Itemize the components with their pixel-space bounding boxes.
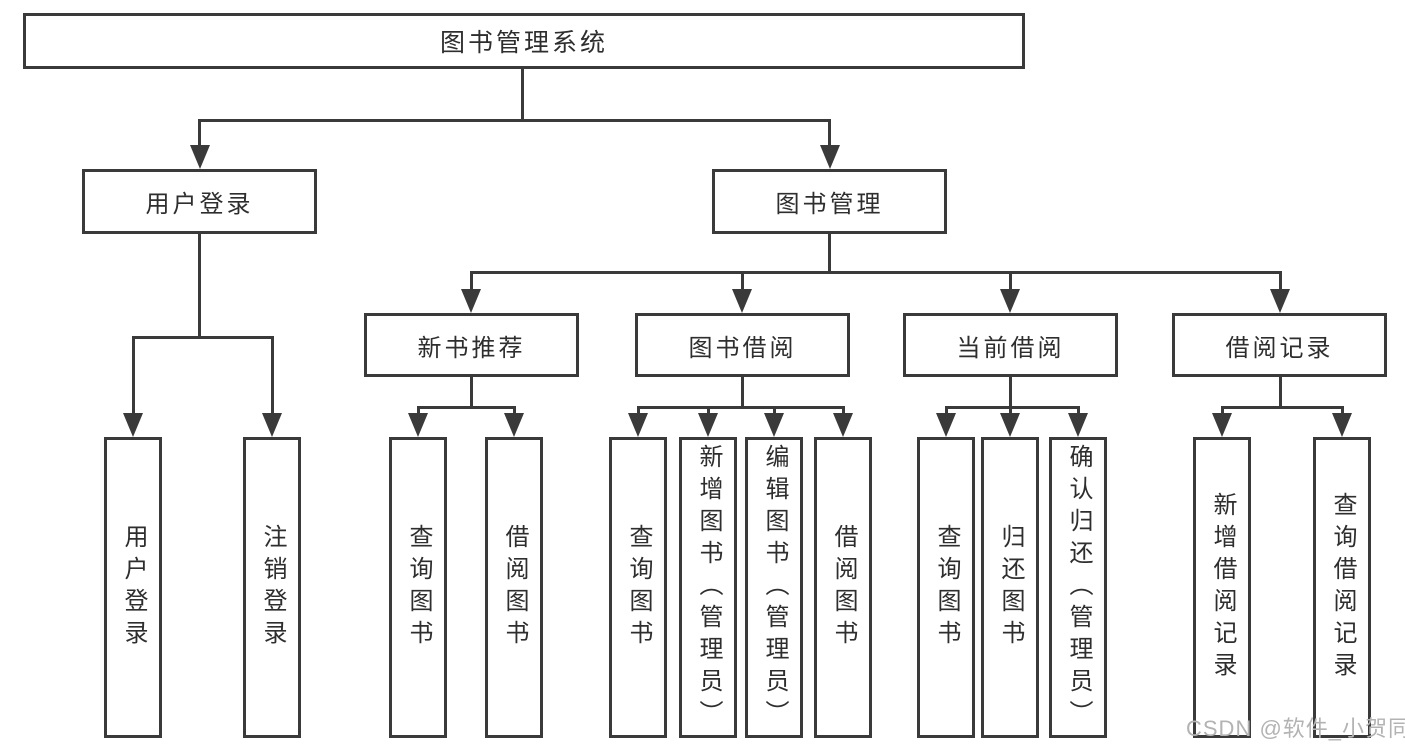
connector-line xyxy=(131,336,135,415)
leaf-logout-label: 注销登录 xyxy=(259,523,286,652)
arrow-down-icon xyxy=(764,413,784,437)
connector-line xyxy=(512,406,516,415)
connector-line xyxy=(1008,271,1012,292)
connector-line xyxy=(740,271,744,292)
leaf-add-borrow-record: 新增借阅记录 xyxy=(1193,437,1251,738)
leaf-query-borrow-record-label: 查询借阅记录 xyxy=(1329,491,1356,684)
leaf-return-book-label: 归还图书 xyxy=(997,523,1024,652)
node-new-book-recommend: 新书推荐 xyxy=(364,313,579,377)
connector-line xyxy=(198,119,201,147)
arrow-down-icon xyxy=(628,413,648,437)
leaf-borrow-books-label: 借阅图书 xyxy=(830,523,857,652)
arrow-down-icon xyxy=(1000,289,1020,313)
leaf-add-book-admin-label: 新增图书（管理员） xyxy=(695,443,722,732)
connector-line xyxy=(1340,406,1344,415)
arrow-down-icon xyxy=(408,413,428,437)
leaf-query-books-current-label: 查询图书 xyxy=(933,523,960,652)
connector-line xyxy=(520,69,524,122)
arrow-down-icon xyxy=(1212,413,1232,437)
connector-line xyxy=(828,234,831,274)
leaf-query-books-borrow-label: 查询图书 xyxy=(625,523,652,652)
connector-line xyxy=(944,406,1080,409)
node-new-book-recommend-label: 新书推荐 xyxy=(417,334,526,362)
leaf-return-book: 归还图书 xyxy=(981,437,1039,738)
node-borrow-records-label: 借阅记录 xyxy=(1225,334,1334,362)
connector-line xyxy=(841,406,845,415)
connector-line xyxy=(772,406,776,415)
connector-line xyxy=(706,406,710,415)
node-user-login-label: 用户登录 xyxy=(145,191,254,218)
connector-line xyxy=(1008,377,1012,409)
arrow-down-icon xyxy=(936,413,956,437)
connector-line xyxy=(1008,406,1012,415)
connector-line xyxy=(270,336,274,415)
leaf-query-books-recommend: 查询图书 xyxy=(389,437,447,738)
connector-line xyxy=(469,377,473,409)
leaf-confirm-return-admin: 确认归还（管理员） xyxy=(1049,437,1107,738)
leaf-query-borrow-record: 查询借阅记录 xyxy=(1313,437,1371,738)
arrow-down-icon xyxy=(1000,413,1020,437)
leaf-query-books-current: 查询图书 xyxy=(917,437,975,738)
connector-line xyxy=(828,119,831,147)
leaf-query-books-borrow: 查询图书 xyxy=(609,437,667,738)
leaf-borrow-books-recommend: 借阅图书 xyxy=(485,437,543,738)
arrow-down-icon xyxy=(732,289,752,313)
arrow-down-icon xyxy=(504,413,524,437)
node-borrow-records: 借阅记录 xyxy=(1172,313,1387,377)
arrow-down-icon xyxy=(123,413,143,437)
connector-line xyxy=(636,406,640,415)
leaf-user-login: 用户登录 xyxy=(104,437,162,738)
leaf-logout: 注销登录 xyxy=(243,437,301,738)
leaf-edit-book-admin-label: 编辑图书（管理员） xyxy=(761,443,788,732)
leaf-edit-book-admin: 编辑图书（管理员） xyxy=(745,437,803,738)
arrow-down-icon xyxy=(819,145,840,169)
node-book-management-label: 图书管理 xyxy=(775,191,884,218)
connector-line xyxy=(198,234,201,339)
leaf-add-borrow-record-label: 新增借阅记录 xyxy=(1209,491,1236,684)
arrow-down-icon xyxy=(1270,289,1290,313)
node-user-login: 用户登录 xyxy=(82,169,317,234)
connector-line xyxy=(740,377,744,409)
leaf-add-book-admin: 新增图书（管理员） xyxy=(679,437,737,738)
arrow-down-icon xyxy=(262,413,282,437)
connector-line xyxy=(469,271,1282,274)
connector-line xyxy=(416,406,516,409)
arrow-down-icon xyxy=(833,413,853,437)
connector-line xyxy=(416,406,420,415)
connector-line xyxy=(469,271,473,292)
leaf-user-login-label: 用户登录 xyxy=(120,523,147,652)
leaf-borrow-books-recommend-label: 借阅图书 xyxy=(501,523,528,652)
connector-line xyxy=(1076,406,1080,415)
arrow-down-icon xyxy=(1068,413,1088,437)
leaf-confirm-return-admin-label: 确认归还（管理员） xyxy=(1065,443,1092,732)
leaf-borrow-books: 借阅图书 xyxy=(814,437,872,738)
node-book-borrow: 图书借阅 xyxy=(635,313,850,377)
connector-line xyxy=(1220,406,1344,409)
node-current-borrow: 当前借阅 xyxy=(903,313,1118,377)
watermark: CSDN @软件_小贺同学 xyxy=(1186,716,1405,741)
connector-line xyxy=(1278,271,1282,292)
arrow-down-icon xyxy=(461,289,481,313)
arrow-down-icon xyxy=(189,145,210,169)
connector-line xyxy=(944,406,948,415)
node-root-label: 图书管理系统 xyxy=(439,29,608,57)
node-current-borrow-label: 当前借阅 xyxy=(956,334,1065,362)
arrow-down-icon xyxy=(698,413,718,437)
connector-line xyxy=(131,336,274,339)
node-root: 图书管理系统 xyxy=(23,13,1025,69)
leaf-query-books-recommend-label: 查询图书 xyxy=(405,523,432,652)
connector-line xyxy=(1220,406,1224,415)
node-book-management: 图书管理 xyxy=(712,169,947,234)
connector-line xyxy=(1278,377,1282,406)
connector-line xyxy=(636,406,845,409)
node-book-borrow-label: 图书借阅 xyxy=(688,334,797,362)
connector-line xyxy=(198,119,831,122)
arrow-down-icon xyxy=(1332,413,1352,437)
